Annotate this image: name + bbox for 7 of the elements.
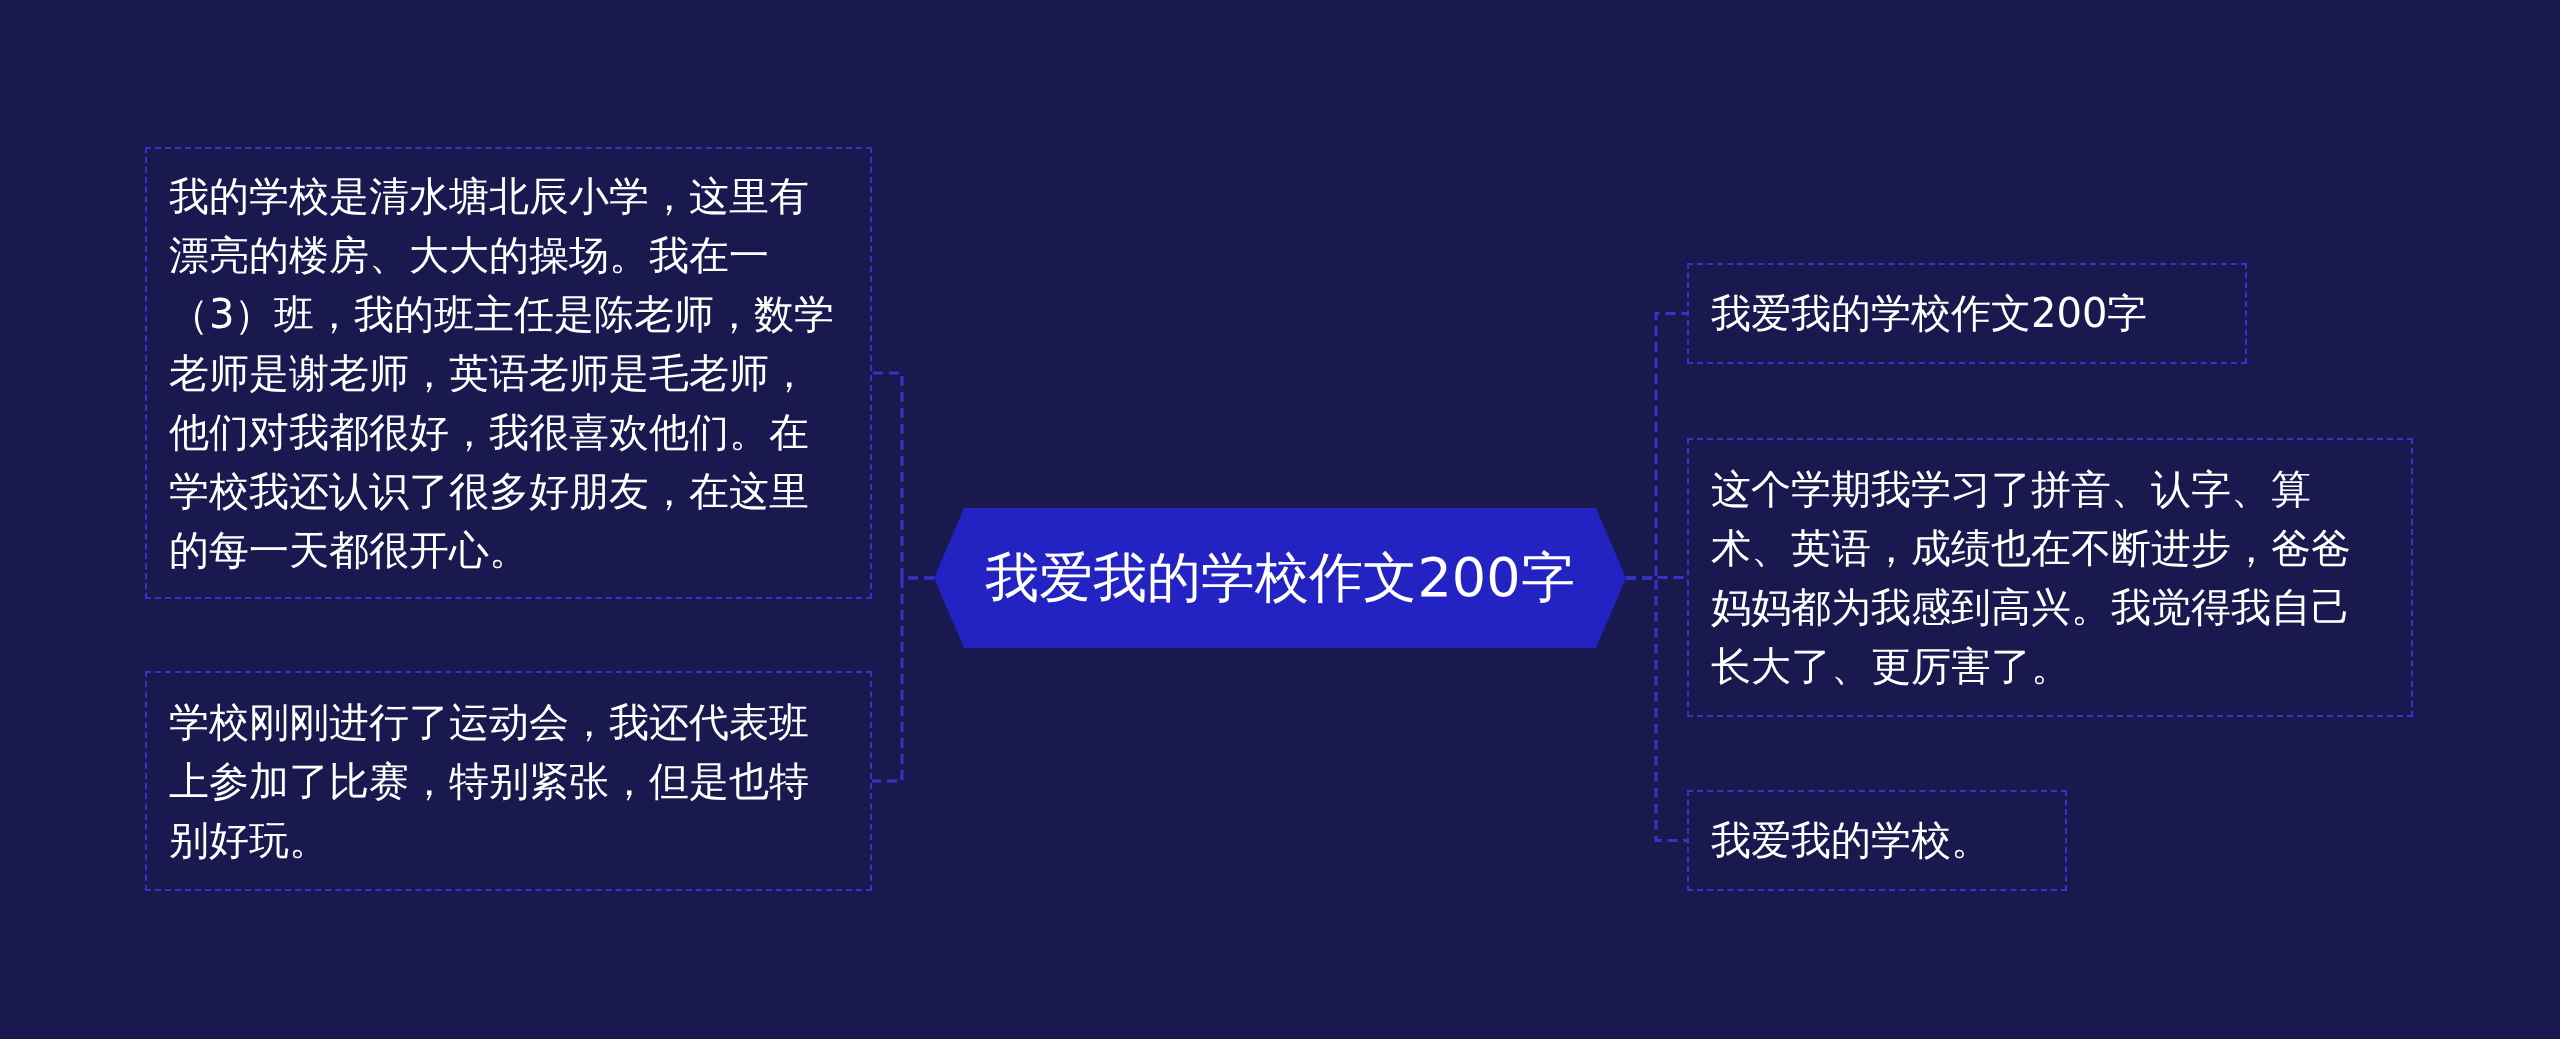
- connector-line: [872, 576, 934, 783]
- text-box: 学校刚刚进行了运动会，我还代表班上参加了比赛，特别紧张，但是也特别好玩。: [145, 671, 872, 891]
- text-box: 我爱我的学校作文200字: [1687, 263, 2247, 364]
- topic-hexagon: 我爱我的学校作文200字: [934, 508, 1626, 648]
- text-box: 我的学校是清水塘北辰小学，这里有漂亮的楼房、大大的操场。我在一（3）班，我的班主任是陈老师，数学老师是谢老师，英语老师是毛老师，他们对我都很好，我很喜欢他们。在学校我还认识了很多好朋友，在这里的每一天都很开心。: [145, 147, 872, 599]
- text-box: 我爱我的学校。: [1687, 790, 2067, 891]
- text-box: 这个学期我学习了拼音、认字、算术、英语，成绩也在不断进步，爸爸妈妈都为我感到高兴。我觉得我自己长大了、更厉害了。: [1687, 438, 2413, 717]
